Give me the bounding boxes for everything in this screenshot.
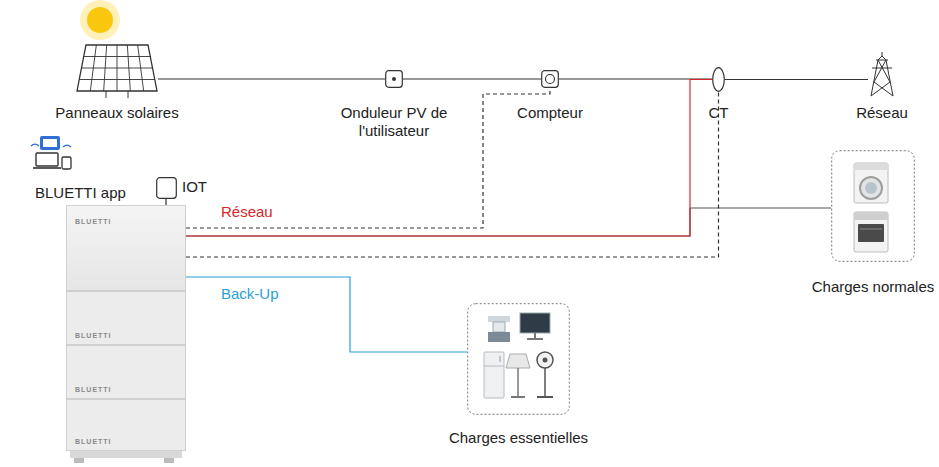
grid-tower: Réseau bbox=[866, 52, 898, 96]
battery-module: BLUETTI bbox=[66, 291, 186, 345]
sun bbox=[87, 7, 113, 33]
node-label: Réseau bbox=[856, 104, 908, 122]
sun-glow bbox=[80, 0, 120, 40]
battery-foot bbox=[74, 458, 84, 463]
iot-module: IOT bbox=[156, 177, 177, 199]
fan-icon bbox=[537, 352, 553, 397]
wire-connector bbox=[559, 78, 712, 79]
battery-stack: BLUETTI BLUETTI BLUETTI BLUETTI bbox=[66, 205, 186, 451]
iot-module-outline bbox=[156, 177, 177, 199]
wire-label: Back-Up bbox=[221, 285, 279, 303]
brand-logo: BLUETTI bbox=[75, 438, 112, 446]
wire-connector bbox=[725, 79, 868, 80]
app-icon bbox=[31, 136, 71, 169]
brand-logo: BLUETTI bbox=[75, 386, 112, 394]
normal-loads-group-outline bbox=[831, 150, 915, 262]
meter-box-outline bbox=[541, 70, 559, 88]
wire-connector bbox=[186, 80, 712, 237]
battery-base bbox=[70, 450, 182, 458]
app-label: BLUETTI app bbox=[35, 184, 126, 202]
battery-foot bbox=[164, 458, 174, 463]
wire-connector bbox=[186, 208, 831, 236]
node-label: Onduleur PV de l'utilisateur bbox=[326, 104, 462, 140]
solar-panel-outline bbox=[76, 44, 158, 92]
node-label: CT bbox=[709, 104, 729, 122]
wire-connector bbox=[403, 78, 541, 79]
meter-box: Compteur bbox=[541, 70, 559, 88]
brand-logo: BLUETTI bbox=[75, 332, 112, 340]
ct-sensor: CT bbox=[712, 67, 725, 92]
essential-loads-group-outline bbox=[467, 303, 570, 415]
inverter-box: Onduleur PV de l'utilisateur bbox=[385, 70, 403, 88]
fridge-icon bbox=[484, 352, 504, 398]
lamp-icon bbox=[506, 354, 530, 397]
node-label: Compteur bbox=[517, 104, 583, 122]
oven-icon bbox=[854, 212, 888, 252]
node-label: IOT bbox=[182, 178, 207, 196]
ct-sensor-outline bbox=[712, 67, 725, 92]
battery-module: BLUETTI bbox=[66, 399, 186, 451]
battery-module: BLUETTI bbox=[66, 205, 186, 291]
brand-logo: BLUETTI bbox=[75, 218, 112, 226]
wire-connector bbox=[158, 78, 385, 79]
wire-connector bbox=[186, 88, 550, 228]
normal-loads-group: Charges normales bbox=[831, 150, 915, 262]
node-label: Charges essentielles bbox=[449, 429, 588, 447]
wire-label: Réseau bbox=[221, 203, 273, 221]
node-label: Charges normales bbox=[812, 278, 935, 296]
inverter-box-outline bbox=[385, 70, 403, 88]
essential-loads-group: Charges essentielles bbox=[467, 303, 570, 415]
grid-tower-outline bbox=[866, 52, 898, 96]
wire-connector bbox=[186, 277, 467, 352]
tv-icon bbox=[520, 313, 550, 339]
washer-icon bbox=[854, 163, 888, 203]
mixer-icon bbox=[488, 316, 510, 342]
node-label: Panneaux solaires bbox=[55, 104, 178, 122]
battery-module: BLUETTI bbox=[66, 345, 186, 399]
solar-panel: Panneaux solaires bbox=[76, 44, 158, 92]
wire-connector bbox=[186, 92, 719, 257]
